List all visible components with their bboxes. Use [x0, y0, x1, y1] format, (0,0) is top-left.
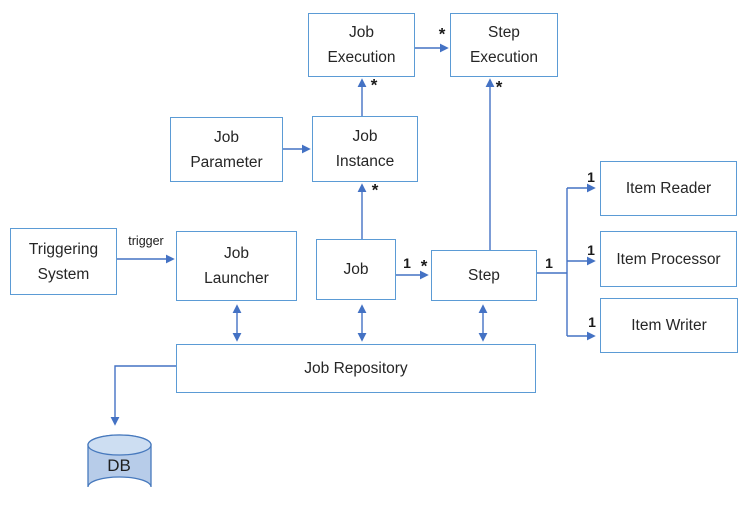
- node-item-processor: Item Processor: [600, 231, 737, 287]
- node-job-parameter: Job Parameter: [170, 117, 283, 182]
- node-job: Job: [316, 239, 396, 300]
- multiplicity-step-branch-one: 1: [545, 255, 553, 271]
- node-job-instance: Job Instance: [312, 116, 418, 182]
- multiplicity-step-side-many: *: [420, 256, 428, 276]
- node-item-writer: Item Writer: [600, 298, 738, 353]
- multiplicity-item-reader-one: 1: [587, 169, 595, 185]
- multiplicity-job-to-instance: *: [371, 180, 379, 200]
- node-job-execution: Job Execution: [308, 13, 415, 77]
- multiplicity-instance-to-exec: *: [370, 75, 378, 95]
- edge-label-trigger: trigger: [128, 234, 164, 248]
- database-top: [87, 434, 152, 456]
- multiplicity-exec-to-exec: *: [438, 24, 446, 44]
- node-db-label: DB: [107, 456, 131, 475]
- node-step-execution: Step Execution: [450, 13, 558, 77]
- node-item-reader: Item Reader: [600, 161, 737, 216]
- multiplicity-item-processor-one: 1: [587, 242, 595, 258]
- step-to-items-branch: [537, 183, 596, 341]
- multiplicity-job-side-one: 1: [403, 255, 411, 271]
- database-icon: [87, 434, 152, 488]
- node-triggering-system: Triggering System: [10, 228, 117, 295]
- node-job-repository: Job Repository: [176, 344, 536, 393]
- node-job-launcher: Job Launcher: [176, 231, 297, 301]
- multiplicity-item-writer-one: 1: [588, 314, 596, 330]
- node-step: Step: [431, 250, 537, 301]
- multiplicity-step-to-exec: *: [495, 77, 503, 97]
- arrow-job-repository-to-db: [110, 365, 176, 426]
